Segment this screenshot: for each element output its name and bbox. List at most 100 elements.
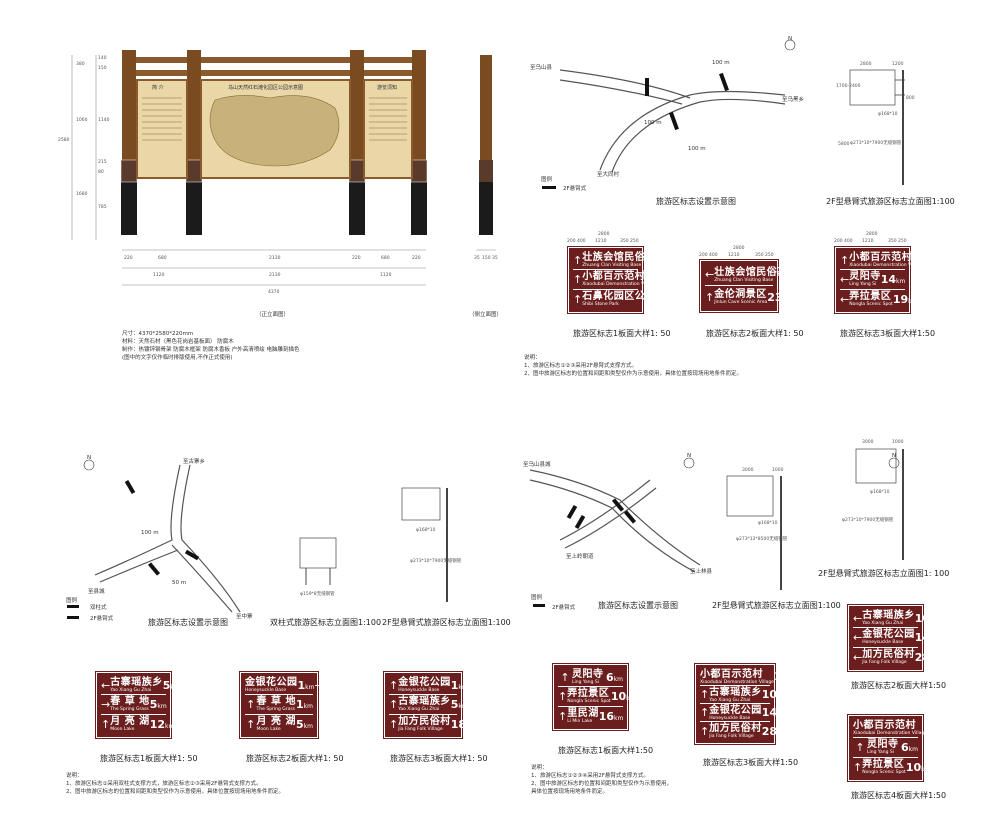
s3-sign1-caption: 旅游区标志1板面大样1:50 bbox=[558, 746, 654, 755]
distance-km: 28km bbox=[762, 725, 787, 738]
destination-name: 灵阳寺 bbox=[867, 739, 899, 751]
distance-unit: km bbox=[777, 711, 787, 718]
distance-km: 10km bbox=[915, 612, 940, 625]
dim-b1-0: 220 bbox=[124, 256, 133, 261]
distance-unit: km bbox=[458, 702, 468, 710]
distance-value: 1 bbox=[296, 697, 304, 711]
distance-unit: km bbox=[921, 765, 931, 773]
distance-unit: km bbox=[781, 675, 791, 682]
distance-km: 8km bbox=[656, 273, 673, 286]
destination-name: 弄拉景区 bbox=[849, 291, 892, 303]
dim-b2-2: 1120 bbox=[380, 273, 392, 278]
distance-unit: km bbox=[777, 693, 787, 700]
direction-arrow-icon: ↑ bbox=[389, 678, 399, 692]
direction-arrow-icon: ↑ bbox=[840, 253, 850, 267]
s1-pole-dim-3: 800 bbox=[906, 96, 915, 101]
distance-value: 23 bbox=[767, 290, 783, 304]
s1-caption-pole: 2F型悬臂式旅游区标志立面图1:100 bbox=[826, 197, 955, 206]
destination-english: Zhuang Clan Visiting Base bbox=[582, 263, 642, 269]
distance-km: 6km bbox=[901, 741, 918, 754]
destination-name: 金银花公园 bbox=[245, 677, 298, 689]
distance-value: 6 bbox=[901, 740, 909, 754]
panel-center-title: 乌山天然红石滩化园区公园示意图 bbox=[228, 85, 304, 91]
s1-note-0: 说明： bbox=[524, 355, 541, 361]
destination-name: 灵阳寺 bbox=[572, 669, 604, 681]
dim-left-0: 380 bbox=[76, 62, 85, 67]
s1-sign1-dim-sub-1: 1210 bbox=[595, 239, 607, 244]
distance-value: 10 bbox=[905, 760, 922, 774]
distance-value: 28 bbox=[914, 650, 931, 664]
distance-km: 16km bbox=[599, 710, 624, 723]
s3-sign4-caption: 旅游区标志4板面大样1:50 bbox=[851, 791, 947, 800]
destination-english: Nongla Scenic Spot bbox=[849, 302, 893, 308]
destination-english: Nongla Scenic Spot bbox=[862, 770, 906, 776]
s3-pole-dim-2: 3000 bbox=[862, 440, 874, 445]
s3-pole-dim-3: 1000 bbox=[892, 440, 904, 445]
destination-english: Li Min Lake bbox=[567, 719, 593, 725]
destination-english: Moon Lake bbox=[256, 727, 281, 733]
direction-arrow-icon: ↑ bbox=[700, 688, 710, 701]
distance-km: 1km bbox=[296, 698, 313, 711]
direction-arrow-icon: ← bbox=[853, 650, 863, 664]
destination-english: The Spring Grass bbox=[110, 707, 149, 713]
destination-english: Honeysuckle Base bbox=[709, 715, 751, 721]
destination-english: Shibi Stone Park bbox=[582, 302, 619, 308]
distance-value: 18 bbox=[450, 717, 467, 731]
destination-name: 小都百示范村 bbox=[853, 720, 916, 732]
direction-arrow-icon: ← bbox=[853, 611, 863, 625]
destination-name: 月 亮 湖 bbox=[256, 716, 297, 728]
destination-name: 金伦洞景区 bbox=[714, 289, 767, 300]
direction-arrow-icon: ↑ bbox=[389, 717, 399, 731]
distance-value: 1 bbox=[926, 721, 935, 735]
s1-pole-dim-1: 1200 bbox=[892, 62, 904, 67]
distance-km: 6km bbox=[606, 671, 623, 684]
destination-name: 古寨瑶族乡 bbox=[110, 677, 163, 689]
s3-sign3-caption: 旅游区标志3板面大样1:50 bbox=[703, 758, 799, 767]
destination-name: 春 草 地 bbox=[110, 696, 150, 708]
panel-left-title: 简 介 bbox=[152, 85, 164, 91]
direction-arrow-icon: ↑ bbox=[853, 760, 863, 774]
destination-english: Zhuang Clan Visiting Base bbox=[714, 277, 774, 283]
distance-value: 1 bbox=[773, 670, 782, 683]
distance-value: 10 bbox=[914, 611, 931, 625]
s1-sign2-dim-sub-0: 200 400 bbox=[699, 253, 718, 258]
distance-km: 4km bbox=[798, 268, 815, 281]
dim-side-2: 35 bbox=[492, 256, 498, 261]
distance-km: 5km bbox=[451, 698, 468, 711]
dim-left-7: 1680 bbox=[76, 192, 88, 197]
distance-unit: km bbox=[303, 722, 313, 730]
s3-note-3: 具体位置按现场用地条件而定。 bbox=[531, 789, 609, 795]
panel-right-title: 游览须知 bbox=[377, 85, 398, 91]
s1-sign2-dim-sub-1: 1210 bbox=[728, 253, 740, 258]
dim-left-9: 2580 bbox=[58, 138, 70, 143]
distance-value: 4 bbox=[666, 253, 674, 267]
distance-km: 5km bbox=[150, 698, 167, 711]
s2-note-0: 说明： bbox=[66, 773, 83, 779]
s2-note-1: 1、旅游区标志①采用双柱式支撑方式，旅游区标志②③采用2F悬臂式支撑方式。 bbox=[66, 781, 262, 787]
direction-arrow-icon: ← bbox=[101, 678, 111, 692]
distance-km: 23km bbox=[767, 291, 792, 304]
s2-note-2: 2、图中旅游区标志的位置和间距和类型仅作为示意使用，具体位置按现场用地条件而定。 bbox=[66, 789, 285, 795]
